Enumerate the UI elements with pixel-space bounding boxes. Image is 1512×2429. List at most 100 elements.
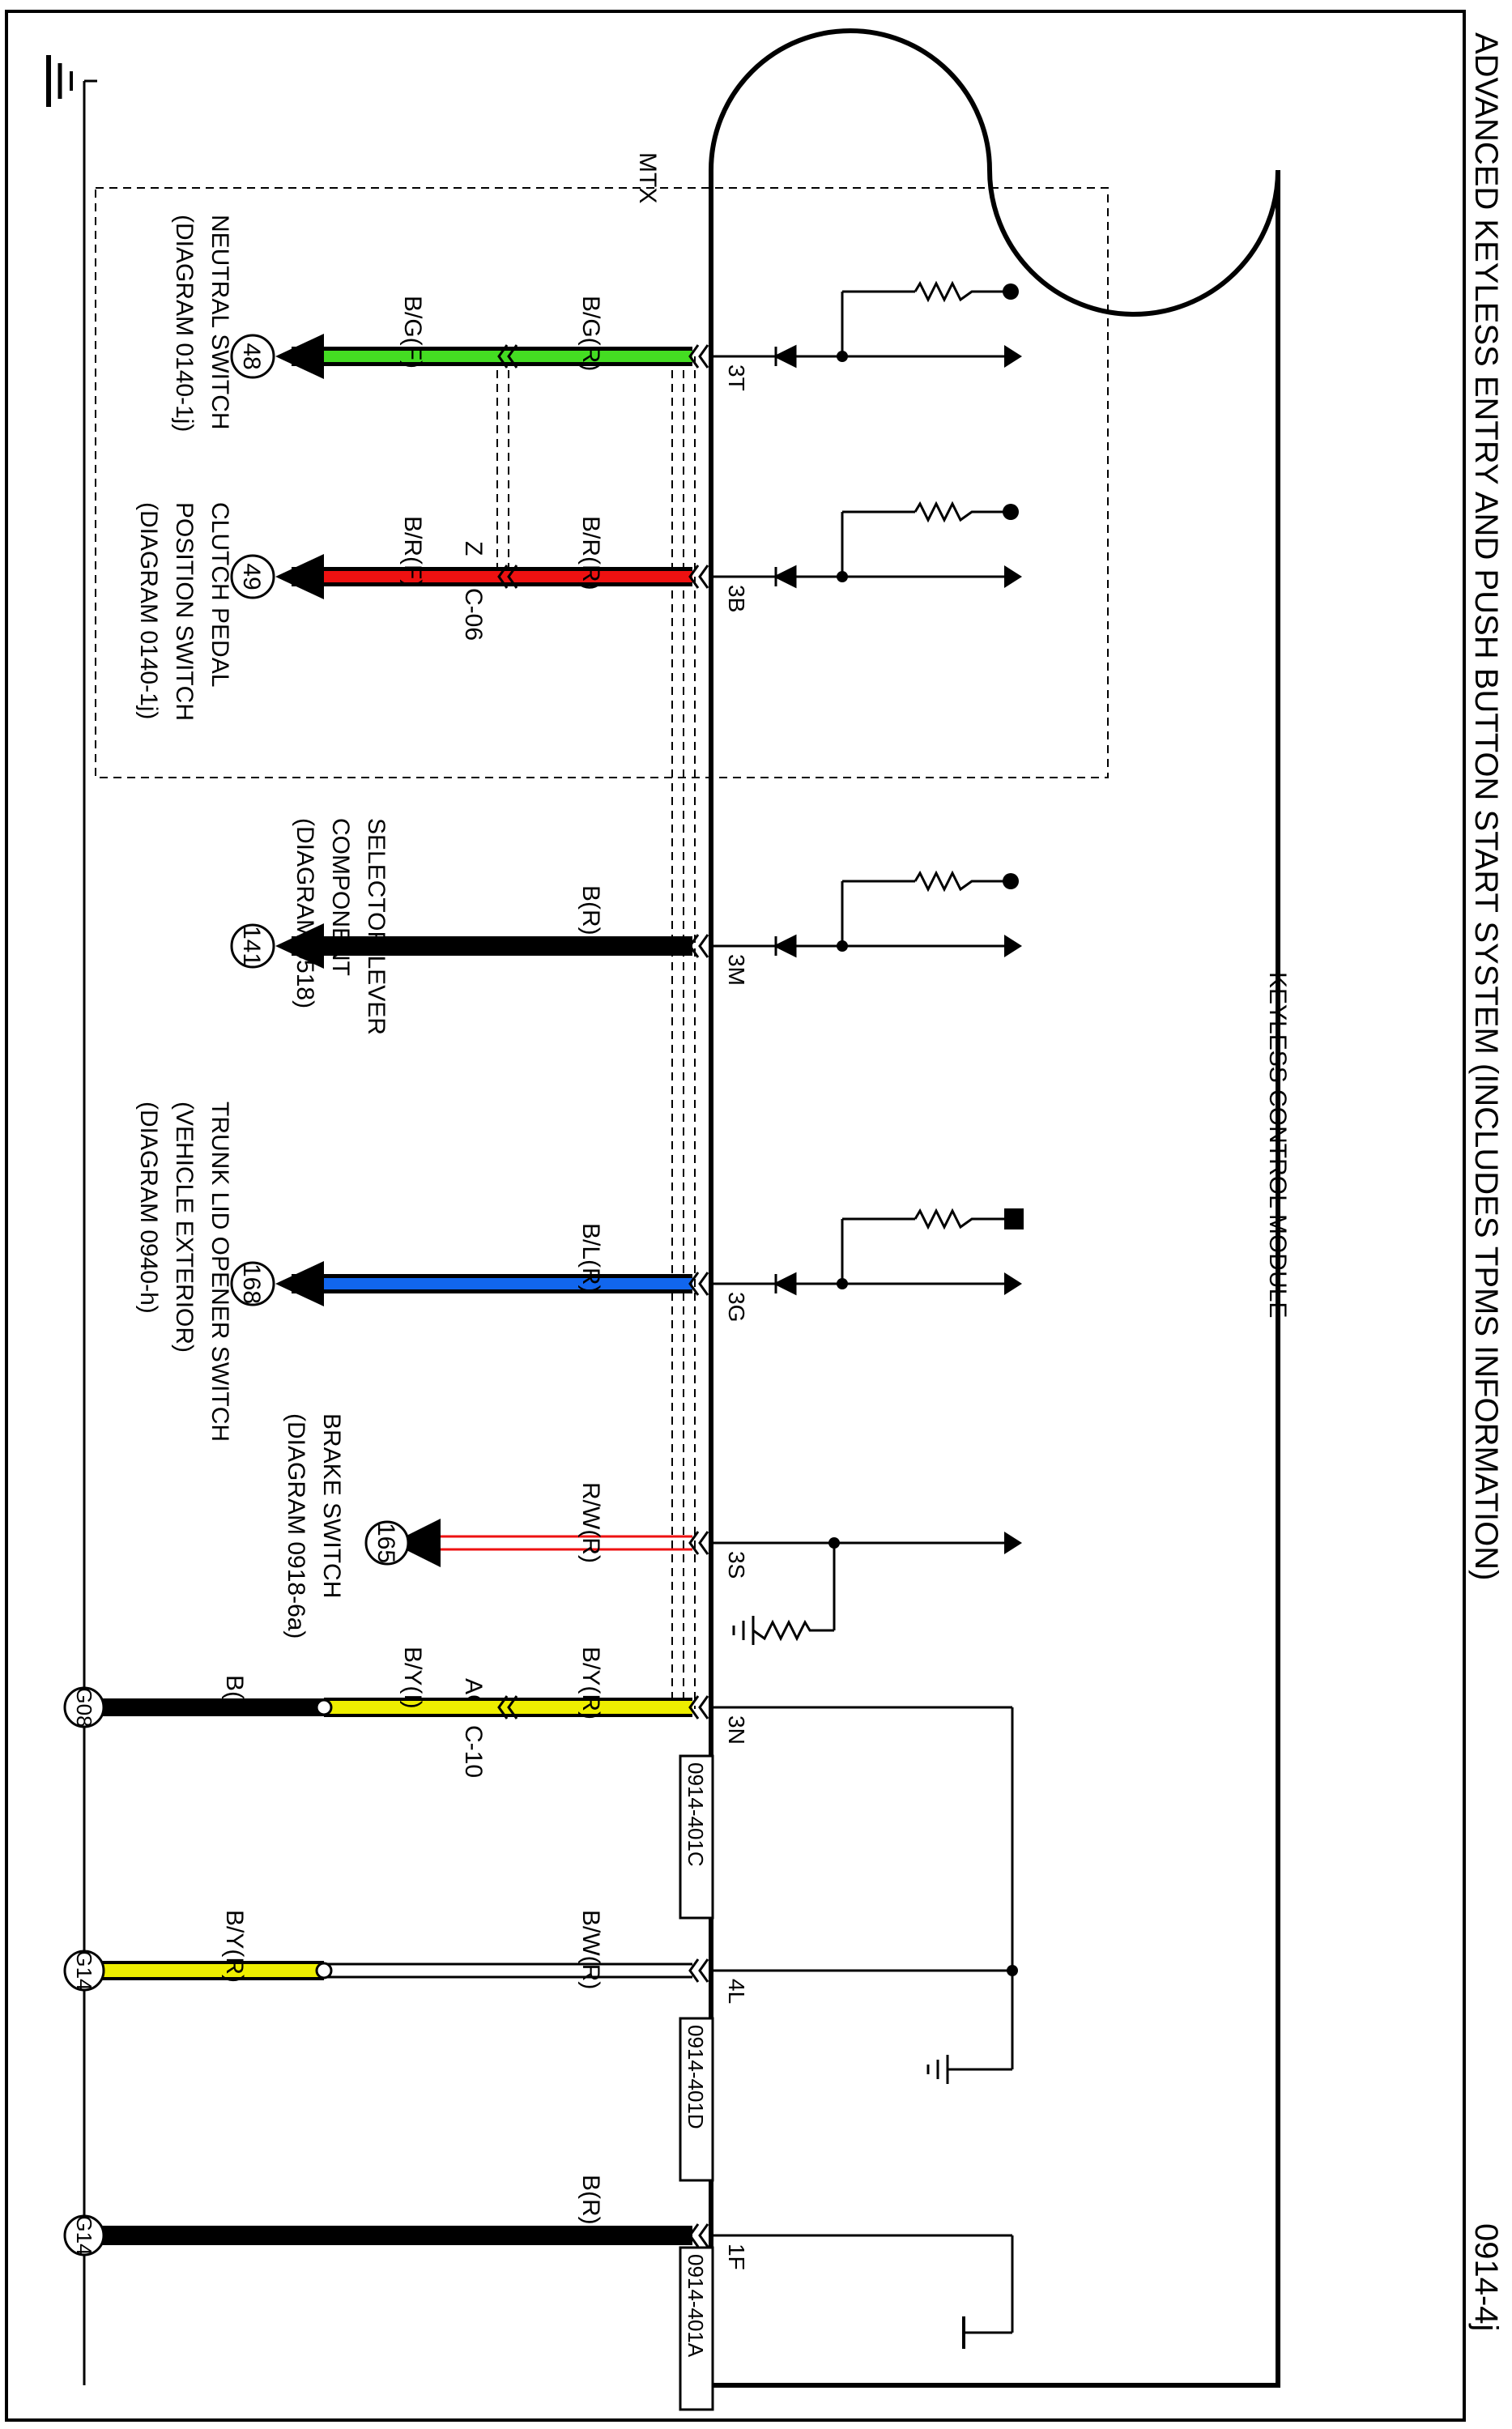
ground-symbol-icon — [46, 55, 97, 107]
circuit-0-wire-f-label: B/G(F) — [399, 296, 426, 369]
circuit-4-ground-icon — [732, 1616, 755, 1645]
circuit-3-dest-line-1: (VEHICLE EXTERIOR) — [171, 1102, 198, 1353]
circuit-3-dest-circle — [230, 1261, 275, 1306]
circuit-5-splice-icon — [315, 1698, 333, 1716]
circuit-1-resistor-icon — [914, 501, 1004, 523]
circuit-4-dest-line-0: BRAKE SWITCH — [318, 1413, 345, 1598]
circuit-1-diode-icon — [773, 565, 797, 589]
circuit-3-resistor-icon — [914, 1208, 1004, 1230]
circuit-2-connector-icon — [688, 934, 709, 958]
circuit-3-arrow-icon — [1004, 1272, 1022, 1295]
circuit-4-dest-circle-label: 165 — [373, 1523, 399, 1563]
circuit-5-wire-g-label: B(I) — [221, 1675, 248, 1714]
circuit-1-wire-f-label: B/R(F) — [399, 516, 426, 587]
circuit-0-dest-circle — [230, 334, 275, 379]
circuit-2-diode-icon — [773, 934, 797, 958]
circuit-4-wire-r-label: R/W(R) — [577, 1482, 604, 1563]
circuit-2-dest-line-1: COMPONENT — [327, 818, 354, 976]
circuit-1-connector-icon — [688, 565, 709, 589]
circuit-5-ref-box — [679, 1754, 714, 1920]
circuit-5-c10-icon — [497, 1695, 518, 1719]
diagram-title: ADVANCED KEYLESS ENTRY AND PUSH BUTTON S… — [1468, 32, 1504, 1580]
circuit-1-dest-circle-label: 49 — [238, 563, 265, 590]
circuit-2-dest-circle — [230, 923, 275, 969]
circuit-0-c06-icon — [497, 344, 518, 369]
mtx-label: MTX — [634, 152, 661, 203]
circuit-6-splice-icon — [315, 1962, 333, 1979]
circuit-1-dest-line-0: CLUTCH PEDAL — [207, 502, 233, 687]
circuit-0-diode-icon — [773, 344, 797, 369]
circuit-4-dest-line-1: (DIAGRAM 0918-6a) — [283, 1413, 309, 1639]
circuit-3-dest-line-0: TRUNK LID OPENER SWITCH — [207, 1102, 233, 1442]
circuit-5-connector-icon — [688, 1695, 709, 1719]
circuit-0-resistor-icon — [914, 280, 1004, 303]
circuit-5-ground-circle-label: G08 — [72, 1687, 96, 1727]
circuit-7-ref-box-label: 0914-401A — [684, 2254, 708, 2358]
internal-ground-icon — [926, 2055, 949, 2084]
mtx-box — [95, 187, 1109, 778]
circuit-6-connector-icon — [688, 1958, 709, 1983]
circuit-1-dest-line-2: (DIAGRAM 0140-1j) — [135, 502, 162, 719]
circuit-3-dest-circle-label: 168 — [238, 1264, 265, 1304]
circuit-2-dest-line-0: SELECTOR LEVER — [363, 818, 390, 1035]
circuit-3-connector-icon — [688, 1272, 709, 1296]
circuit-5-ground-circle — [63, 1686, 105, 1728]
circuit-4-arrow-icon — [1004, 1532, 1022, 1554]
circuit-7-ground-circle — [63, 2214, 105, 2256]
circuit-2-pin-label: 3M — [724, 954, 749, 986]
antenna-loop-icon — [709, 28, 1280, 317]
circuit-6-ground-circle-label: G14 — [72, 1950, 96, 1990]
module-outline — [709, 170, 1280, 2388]
page-border — [5, 10, 1466, 2422]
circuit-1-terminal-icon — [1003, 504, 1019, 520]
circuit-5-wire-r-label: B/Y(R) — [577, 1647, 604, 1719]
circuit-0-arrow-end-icon — [275, 334, 324, 379]
circuit-3-dest-line-2: (DIAGRAM 0940-h) — [135, 1102, 162, 1314]
circuit-3-terminal-icon — [1004, 1208, 1024, 1229]
circuit-1-arrow-end-icon — [275, 554, 324, 599]
circuit-0-connector-icon — [688, 344, 709, 369]
circuit-0-dest-circle-label: 48 — [238, 343, 265, 369]
circuit-1-dest-line-1: POSITION SWITCH — [171, 502, 198, 721]
circuit-2-arrow-icon — [1004, 935, 1022, 957]
circuit-6-wire-r-label: B/W(R) — [577, 1910, 604, 1989]
circuit-6-pin-label: 4L — [724, 1979, 749, 2004]
connector-c06-label: C-06 — [460, 588, 487, 641]
circuit-7-pin-label: 1F — [724, 2244, 749, 2270]
circuit-0-terminal-icon — [1003, 283, 1019, 300]
circuit-0-pin-label: 3T — [724, 364, 749, 391]
circuit-5-wire-f-label: B/Y(I) — [399, 1647, 426, 1709]
circuit-1-pin-label: 3B — [724, 585, 749, 612]
circuit-5-pin-label: 3N — [724, 1715, 749, 1745]
circuit-1-wire-r-label: B/R(R) — [577, 516, 604, 590]
circuit-2-wire-r-label: B(R) — [577, 885, 604, 935]
circuit-0-wire-r-label: B/G(R) — [577, 296, 604, 371]
circuit-7-ground-circle-label: G14 — [72, 2215, 96, 2255]
circuit-3-wire-r-label: B/L(R) — [577, 1223, 604, 1293]
circuit-1-dest-circle — [230, 554, 275, 599]
circuit-4-pin-label: 3S — [724, 1551, 749, 1579]
circuit-7-wire-r-label: B(R) — [577, 2175, 604, 2225]
circuit-2-resistor-icon — [914, 870, 1004, 893]
page-id: 0914-4j — [1468, 2223, 1504, 2331]
circuit-0-arrow-icon — [1004, 345, 1022, 368]
circuit-1-arrow-icon — [1004, 565, 1022, 588]
circuit-1-c06-icon — [497, 565, 518, 589]
circuit-7-connector-icon — [688, 2223, 709, 2248]
circuit-4-arrow-end-icon — [392, 1519, 441, 1567]
circuit-2-dest-circle-label: 141 — [238, 926, 265, 966]
circuit-3-diode-icon — [773, 1272, 797, 1296]
circuit-6-ref-box-label: 0914-401D — [684, 2025, 708, 2129]
circuit-4-resistor-icon — [752, 1619, 834, 1642]
circuit-4-connector-icon — [688, 1531, 709, 1555]
circuit-6-wire-g-label: B/Y(R) — [221, 1910, 248, 1983]
circuit-4-dest-circle — [364, 1520, 410, 1566]
circuit-3-arrow-end-icon — [275, 1261, 324, 1306]
circuit-6-ref-box — [679, 2017, 714, 2182]
circuit-6-ground-circle — [63, 1950, 105, 1992]
circuit-2-dest-line-2: (DIAGRAM 0518) — [292, 818, 318, 1008]
circuit-0-dest-line-1: (DIAGRAM 0140-1j) — [171, 215, 198, 432]
